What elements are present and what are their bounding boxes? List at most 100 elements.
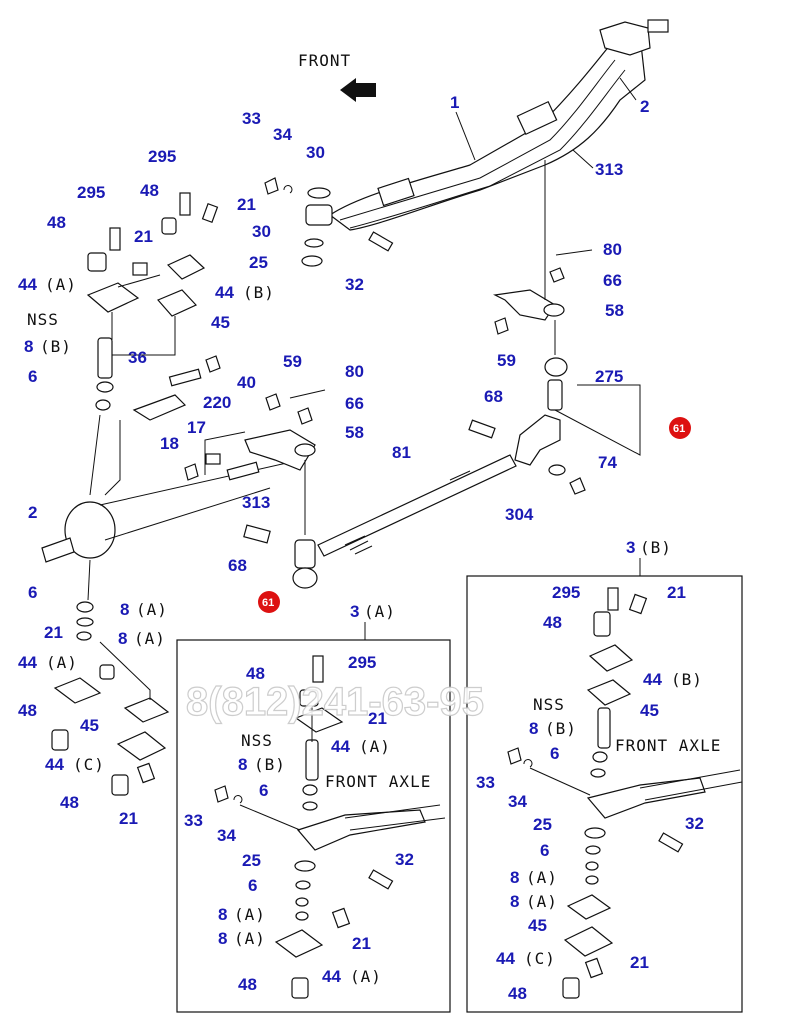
callout-8a5-variant: (A): [526, 868, 558, 887]
callout-8a4-num: 8: [218, 929, 227, 948]
callout-44b-variant: (B): [243, 283, 275, 302]
callout-44d-num: 44: [45, 755, 64, 774]
callout-48h: 48: [508, 984, 527, 1003]
callout-313b: 313: [242, 493, 270, 512]
inset-3a-ref: 3: [350, 602, 359, 621]
callout-8b3-variant: (B): [545, 719, 577, 738]
callout-8a4-variant: (A): [234, 929, 266, 948]
callout-44c-num: 44: [18, 653, 37, 672]
front-indicator: FRONT: [298, 51, 376, 102]
callout-8a3-variant: (A): [234, 905, 266, 924]
front-axle-label-a: FRONT AXLE: [325, 772, 431, 791]
callout-44e-variant: (A): [359, 737, 391, 756]
callout-30b: 30: [252, 222, 271, 241]
callout-68: 68: [228, 556, 247, 575]
callout-8a-variant: (A): [136, 600, 168, 619]
front-axle-label-b: FRONT AXLE: [615, 736, 721, 755]
callout-44g-num: 44: [643, 670, 662, 689]
ref-marker-text: 61: [262, 597, 274, 609]
callout-34c: 34: [508, 792, 527, 811]
callout-295d: 295: [552, 583, 580, 602]
callout-21: 21: [237, 195, 256, 214]
callout-74: 74: [598, 453, 617, 472]
callout-48: 48: [140, 181, 159, 200]
callout-21f: 21: [352, 934, 371, 953]
callout-21g: 21: [667, 583, 686, 602]
callout-59b: 59: [497, 351, 516, 370]
callout-44f-num: 44: [322, 967, 341, 986]
callout-45: 45: [211, 313, 230, 332]
callout-36: 36: [128, 348, 147, 367]
callout-6: 6: [28, 367, 37, 386]
callout-33c: 33: [476, 773, 495, 792]
callout-80: 80: [345, 362, 364, 381]
callout-295b: 295: [77, 183, 105, 202]
callout-6d: 6: [248, 876, 257, 895]
callout-81: 81: [392, 443, 411, 462]
callout-2b: 2: [28, 503, 37, 522]
callout-44h-num: 44: [496, 949, 515, 968]
inset-3b-labels: 3 (B) 295 21 48 44 (B) NSS 45 8 (B) FRON…: [476, 538, 721, 1003]
callout-8a2-num: 8: [118, 629, 127, 648]
callout-295: 295: [148, 147, 176, 166]
callout-1: 1: [450, 93, 459, 112]
callout-8a3-num: 8: [218, 905, 227, 924]
callout-8b2-num: 8: [238, 755, 247, 774]
callout-2: 2: [640, 97, 649, 116]
inset-3a: [176, 622, 451, 1013]
callout-6e: 6: [550, 744, 559, 763]
callout-45c: 45: [640, 701, 659, 720]
callout-8a5-num: 8: [510, 868, 519, 887]
callout-nss: NSS: [27, 310, 59, 329]
callout-66b: 66: [603, 271, 622, 290]
axle-beam: [328, 19, 669, 231]
inset-3b-ref: 3: [626, 538, 635, 557]
callout-30: 30: [306, 143, 325, 162]
callout-8b-variant: (B): [40, 337, 72, 356]
callout-304: 304: [505, 505, 534, 524]
callout-8a-num: 8: [120, 600, 129, 619]
callout-21b: 21: [134, 227, 153, 246]
callout-44d-variant: (C): [73, 755, 105, 774]
callout-34: 34: [273, 125, 292, 144]
callout-32b: 32: [395, 850, 414, 869]
knuckle-arm-right: [468, 249, 593, 495]
inset-3a-variant: (A): [364, 602, 396, 621]
callout-58b: 58: [605, 301, 624, 320]
callout-21c: 21: [44, 623, 63, 642]
front-label: FRONT: [298, 51, 351, 70]
callout-44b-num: 44: [215, 283, 234, 302]
callout-6c: 6: [259, 781, 268, 800]
callout-44e-num: 44: [331, 737, 350, 756]
callout-6f: 6: [540, 841, 549, 860]
callout-nss-b: NSS: [241, 731, 273, 750]
callout-44g-variant: (B): [671, 670, 703, 689]
knuckle-arm-center: [243, 389, 326, 589]
callout-25b: 25: [242, 851, 261, 870]
callout-48g: 48: [543, 613, 562, 632]
callout-48e: 48: [246, 664, 265, 683]
callout-8a6-variant: (A): [526, 892, 558, 911]
leader-lines: [87, 77, 641, 700]
callout-58: 58: [345, 423, 364, 442]
callout-45b: 45: [80, 716, 99, 735]
callout-66: 66: [345, 394, 364, 413]
callout-34b: 34: [217, 826, 236, 845]
callout-21h: 21: [630, 953, 649, 972]
callout-44a-variant: (A): [45, 275, 77, 294]
callout-21e: 21: [368, 709, 387, 728]
callout-59: 59: [283, 352, 302, 371]
callout-17: 17: [187, 418, 206, 437]
knuckle-left: [41, 337, 301, 563]
callouts-main: 1 2 313 33 34 30 295 295 48 21 48 21 30 …: [18, 93, 649, 828]
callout-44h-variant: (C): [524, 949, 556, 968]
callout-313: 313: [595, 160, 623, 179]
phone-watermark: 8(812)241-63-95: [186, 680, 484, 724]
callout-8a6-num: 8: [510, 892, 519, 911]
inset-3b: [466, 558, 743, 1013]
ref-marker-61-left: 61: [258, 591, 280, 613]
lower-left-parts: [51, 601, 170, 796]
callout-40: 40: [237, 373, 256, 392]
callout-8b-num: 8: [24, 337, 33, 356]
front-arrow-icon: [340, 78, 376, 102]
